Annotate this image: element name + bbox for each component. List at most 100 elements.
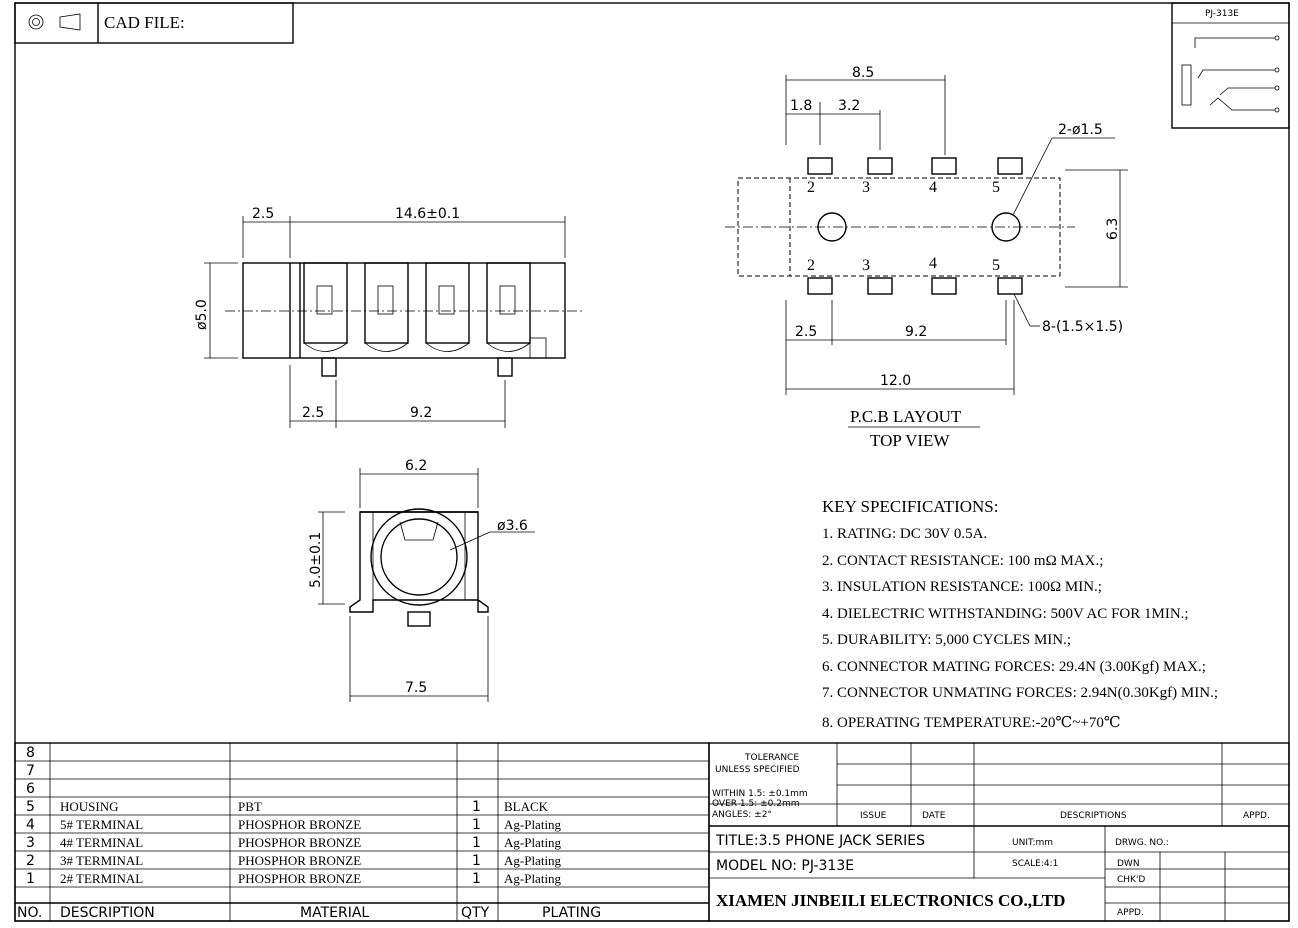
dim-2-5-pcb: 2.5: [795, 324, 817, 340]
dim-9-2-pcb: 9.2: [905, 324, 927, 340]
issue-label: ISSUE: [860, 811, 887, 821]
dim-dia-3-6: ø3.6: [497, 518, 528, 534]
spec-item: 7. CONNECTOR UNMATING FORCES: 2.94N(0.30…: [822, 685, 1218, 701]
descriptions-label: DESCRIPTIONS: [1060, 811, 1127, 821]
scale-label: SCALE:4:1: [1012, 859, 1058, 869]
schematic-box: PJ-313E: [1171, 2, 1290, 129]
table-row: 4 5# TERMINAL PHOSPHOR BRONZE 1 Ag-Plati…: [26, 817, 562, 833]
header-material: MATERIAL: [300, 905, 369, 921]
row-description: 3# TERMINAL: [60, 853, 143, 868]
row-description: HOUSING: [60, 799, 119, 814]
spec-item: 5. DURABILITY: 5,000 CYCLES MIN.;: [822, 632, 1071, 648]
pin-top-5: 5: [992, 179, 1000, 196]
dim-5-0: 5.0±0.1: [308, 532, 324, 588]
row-no: 2: [26, 853, 35, 869]
pin-top-3: 3: [862, 179, 870, 196]
dim-dia-5-0: ø5.0: [194, 299, 210, 330]
row-no: 3: [26, 835, 35, 851]
unit-label: UNIT:mm: [1012, 838, 1053, 848]
spec-item: 4. DIELECTRIC WITHSTANDING: 500V AC FOR …: [822, 606, 1189, 622]
pin-bottom-4: 4: [929, 255, 937, 272]
spec-item: 1. RATING: DC 30V 0.5A.: [822, 526, 987, 542]
pin-top-2: 2: [807, 179, 815, 196]
appd-label: APPD.: [1243, 811, 1270, 821]
spec-item: 2. CONTACT RESISTANCE: 100 mΩ MAX.;: [822, 553, 1103, 569]
row-plating: Ag-Plating: [504, 853, 562, 868]
row-no: 7: [26, 763, 35, 779]
header-no: NO.: [17, 905, 42, 921]
pcb-layout: 2 3 4 5 2 3 4 5 8.5 1.8 3.2 2-ø1.5 6.3 8…: [725, 65, 1128, 450]
projection-symbol-icon: [28, 13, 81, 31]
cad-file-header: CAD FILE:: [14, 2, 294, 44]
side-view: 2.5 14.6±0.1 ø5.0 2.5 9.2: [194, 206, 585, 428]
over-tolerance: OVER 1.5: ±0.2mm: [712, 799, 799, 809]
corner-model-label: PJ-313E: [1205, 9, 1239, 19]
pads-label: 8-(1.5×1.5): [1042, 319, 1123, 335]
drwg-no-label: DRWG. NO.:: [1115, 838, 1169, 848]
dim-6-3: 6.3: [1105, 218, 1121, 240]
dim-14-6: 14.6±0.1: [395, 206, 460, 222]
appd-sign-label: APPD.: [1117, 908, 1144, 918]
row-description: 5# TERMINAL: [60, 817, 143, 832]
spec-item: 6. CONNECTOR MATING FORCES: 29.4N (3.00K…: [822, 659, 1206, 675]
row-material: PHOSPHOR BRONZE: [238, 853, 361, 868]
pin-bottom-5: 5: [992, 257, 1000, 274]
angles-tolerance: ANGLES: ±2°: [712, 810, 772, 820]
dim-2-5-bottom: 2.5: [302, 405, 324, 421]
table-row: 2 3# TERMINAL PHOSPHOR BRONZE 1 Ag-Plati…: [26, 853, 562, 869]
spec-item: 3. INSULATION RESISTANCE: 100Ω MIN.;: [822, 579, 1102, 595]
row-description: 4# TERMINAL: [60, 835, 143, 850]
dim-3-2: 3.2: [838, 98, 860, 114]
drawing-border: [14, 2, 1290, 922]
row-no: 4: [26, 817, 35, 833]
row-plating: BLACK: [504, 799, 549, 814]
dim-8-5: 8.5: [852, 65, 874, 81]
row-material: PHOSPHOR BRONZE: [238, 871, 361, 886]
row-no: 5: [26, 799, 35, 815]
header-plating: PLATING: [542, 905, 601, 921]
row-no: 1: [26, 871, 35, 887]
front-view: 6.2 ø3.6 5.0±0.1 7.5: [308, 458, 535, 702]
row-plating: Ag-Plating: [504, 817, 562, 832]
model-no: MODEL NO: PJ-313E: [716, 858, 854, 874]
pin-bottom-2: 2: [807, 257, 815, 274]
cad-file-label: CAD FILE:: [104, 13, 185, 32]
spec-title: KEY SPECIFICATIONS:: [822, 497, 998, 516]
title-block: TOLERANCE UNLESS SPECIFIED WITHIN 1.5: ±…: [708, 742, 1290, 922]
row-qty: 1: [472, 835, 481, 851]
holes-label: 2-ø1.5: [1058, 122, 1103, 138]
row-description: 2# TERMINAL: [60, 871, 143, 886]
table-row: 5 HOUSING PBT 1 BLACK: [26, 799, 549, 815]
key-specifications: KEY SPECIFICATIONS: 1. RATING: DC 30V 0.…: [822, 497, 1218, 731]
dim-7-5: 7.5: [405, 680, 427, 696]
bom-table: 8 7 6 5 HOUSING PBT 1 BLACK 4 5# TERMINA…: [14, 742, 710, 922]
header-description: DESCRIPTION: [60, 905, 155, 921]
table-row: 6: [26, 781, 35, 797]
chkd-label: CHK'D: [1117, 875, 1145, 885]
dwn-label: DWN: [1117, 859, 1140, 869]
table-row: 8: [26, 745, 35, 761]
table-row: 1 2# TERMINAL PHOSPHOR BRONZE 1 Ag-Plati…: [26, 871, 562, 887]
tolerance-label: TOLERANCE: [744, 753, 799, 763]
within-tolerance: WITHIN 1.5: ±0.1mm: [712, 789, 808, 799]
pin-top-4: 4: [929, 179, 937, 196]
row-plating: Ag-Plating: [504, 835, 562, 850]
row-material: PBT: [238, 799, 262, 814]
row-no: 6: [26, 781, 35, 797]
top-view-caption: TOP VIEW: [870, 431, 950, 450]
table-row: 3 4# TERMINAL PHOSPHOR BRONZE 1 Ag-Plati…: [26, 835, 562, 851]
tolerance-sub-label: UNLESS SPECIFIED: [715, 765, 800, 775]
drawing-title: TITLE:3.5 PHONE JACK SERIES: [715, 833, 925, 849]
row-qty: 1: [472, 871, 481, 887]
dim-6-2: 6.2: [405, 458, 427, 474]
dim-12-0: 12.0: [880, 373, 911, 389]
dim-2-5-top: 2.5: [252, 206, 274, 222]
row-qty: 1: [472, 853, 481, 869]
spec-item: 8. OPERATING TEMPERATURE:-20℃~+70℃: [822, 715, 1121, 731]
pin-bottom-3: 3: [862, 257, 870, 274]
dim-1-8: 1.8: [790, 98, 812, 114]
dim-9-2-bottom: 9.2: [410, 405, 432, 421]
table-row: 7: [26, 763, 35, 779]
row-no: 8: [26, 745, 35, 761]
